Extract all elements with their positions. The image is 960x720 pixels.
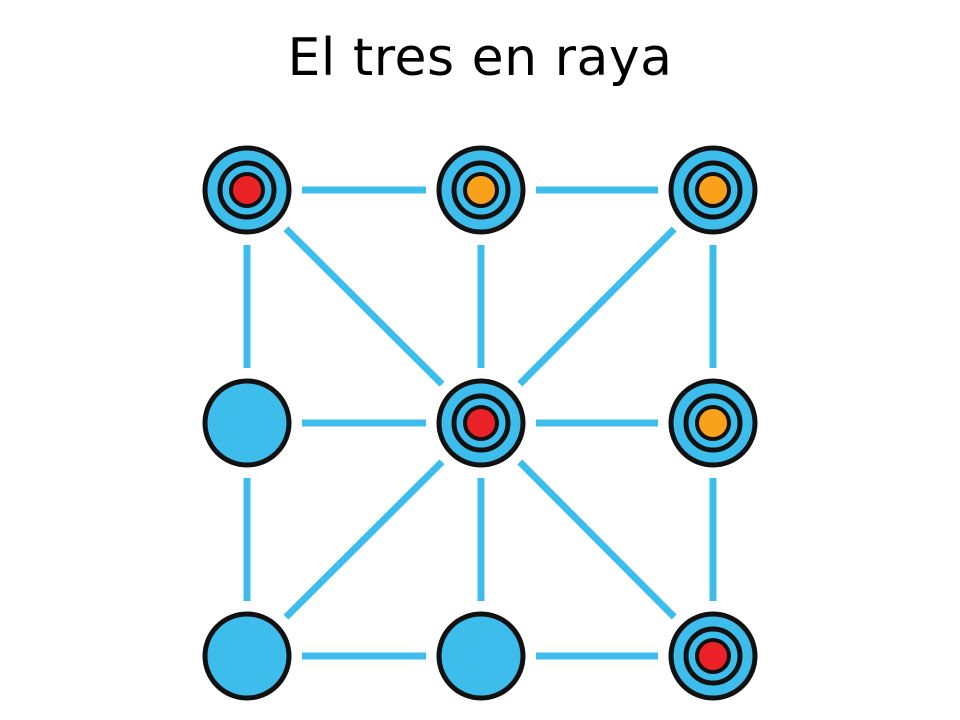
board-node-circle [202, 611, 292, 701]
board-node-r1-c2[interactable] [668, 378, 758, 468]
red-piece [695, 638, 731, 674]
board-node-r0-c2[interactable] [668, 145, 758, 235]
board-node-r0-c1[interactable] [436, 145, 526, 235]
board-lines [243, 186, 717, 660]
orange-piece [463, 172, 499, 208]
board-node-r0-c0[interactable] [202, 145, 292, 235]
node-ring [683, 160, 743, 220]
board-line [517, 226, 677, 387]
board-node-r2-c1[interactable] [436, 611, 526, 701]
orange-piece [695, 172, 731, 208]
orange-piece [695, 405, 731, 441]
board-line [283, 226, 445, 387]
node-ring [217, 160, 277, 220]
board-node-r2-c0[interactable] [202, 611, 292, 701]
page-title: El tres en raya [287, 28, 673, 88]
board-node-r2-c2[interactable] [668, 611, 758, 701]
board-node-circle [436, 611, 526, 701]
red-piece [229, 172, 265, 208]
board-line [517, 459, 677, 620]
node-ring [451, 393, 511, 453]
board-node-r1-c0[interactable] [202, 378, 292, 468]
node-ring [683, 626, 743, 686]
board-node-r1-c1[interactable] [436, 378, 526, 468]
board-node-circle [202, 378, 292, 468]
node-ring [451, 160, 511, 220]
board-line [283, 459, 445, 620]
board-nodes [202, 145, 758, 701]
red-piece [463, 405, 499, 441]
node-ring [683, 393, 743, 453]
